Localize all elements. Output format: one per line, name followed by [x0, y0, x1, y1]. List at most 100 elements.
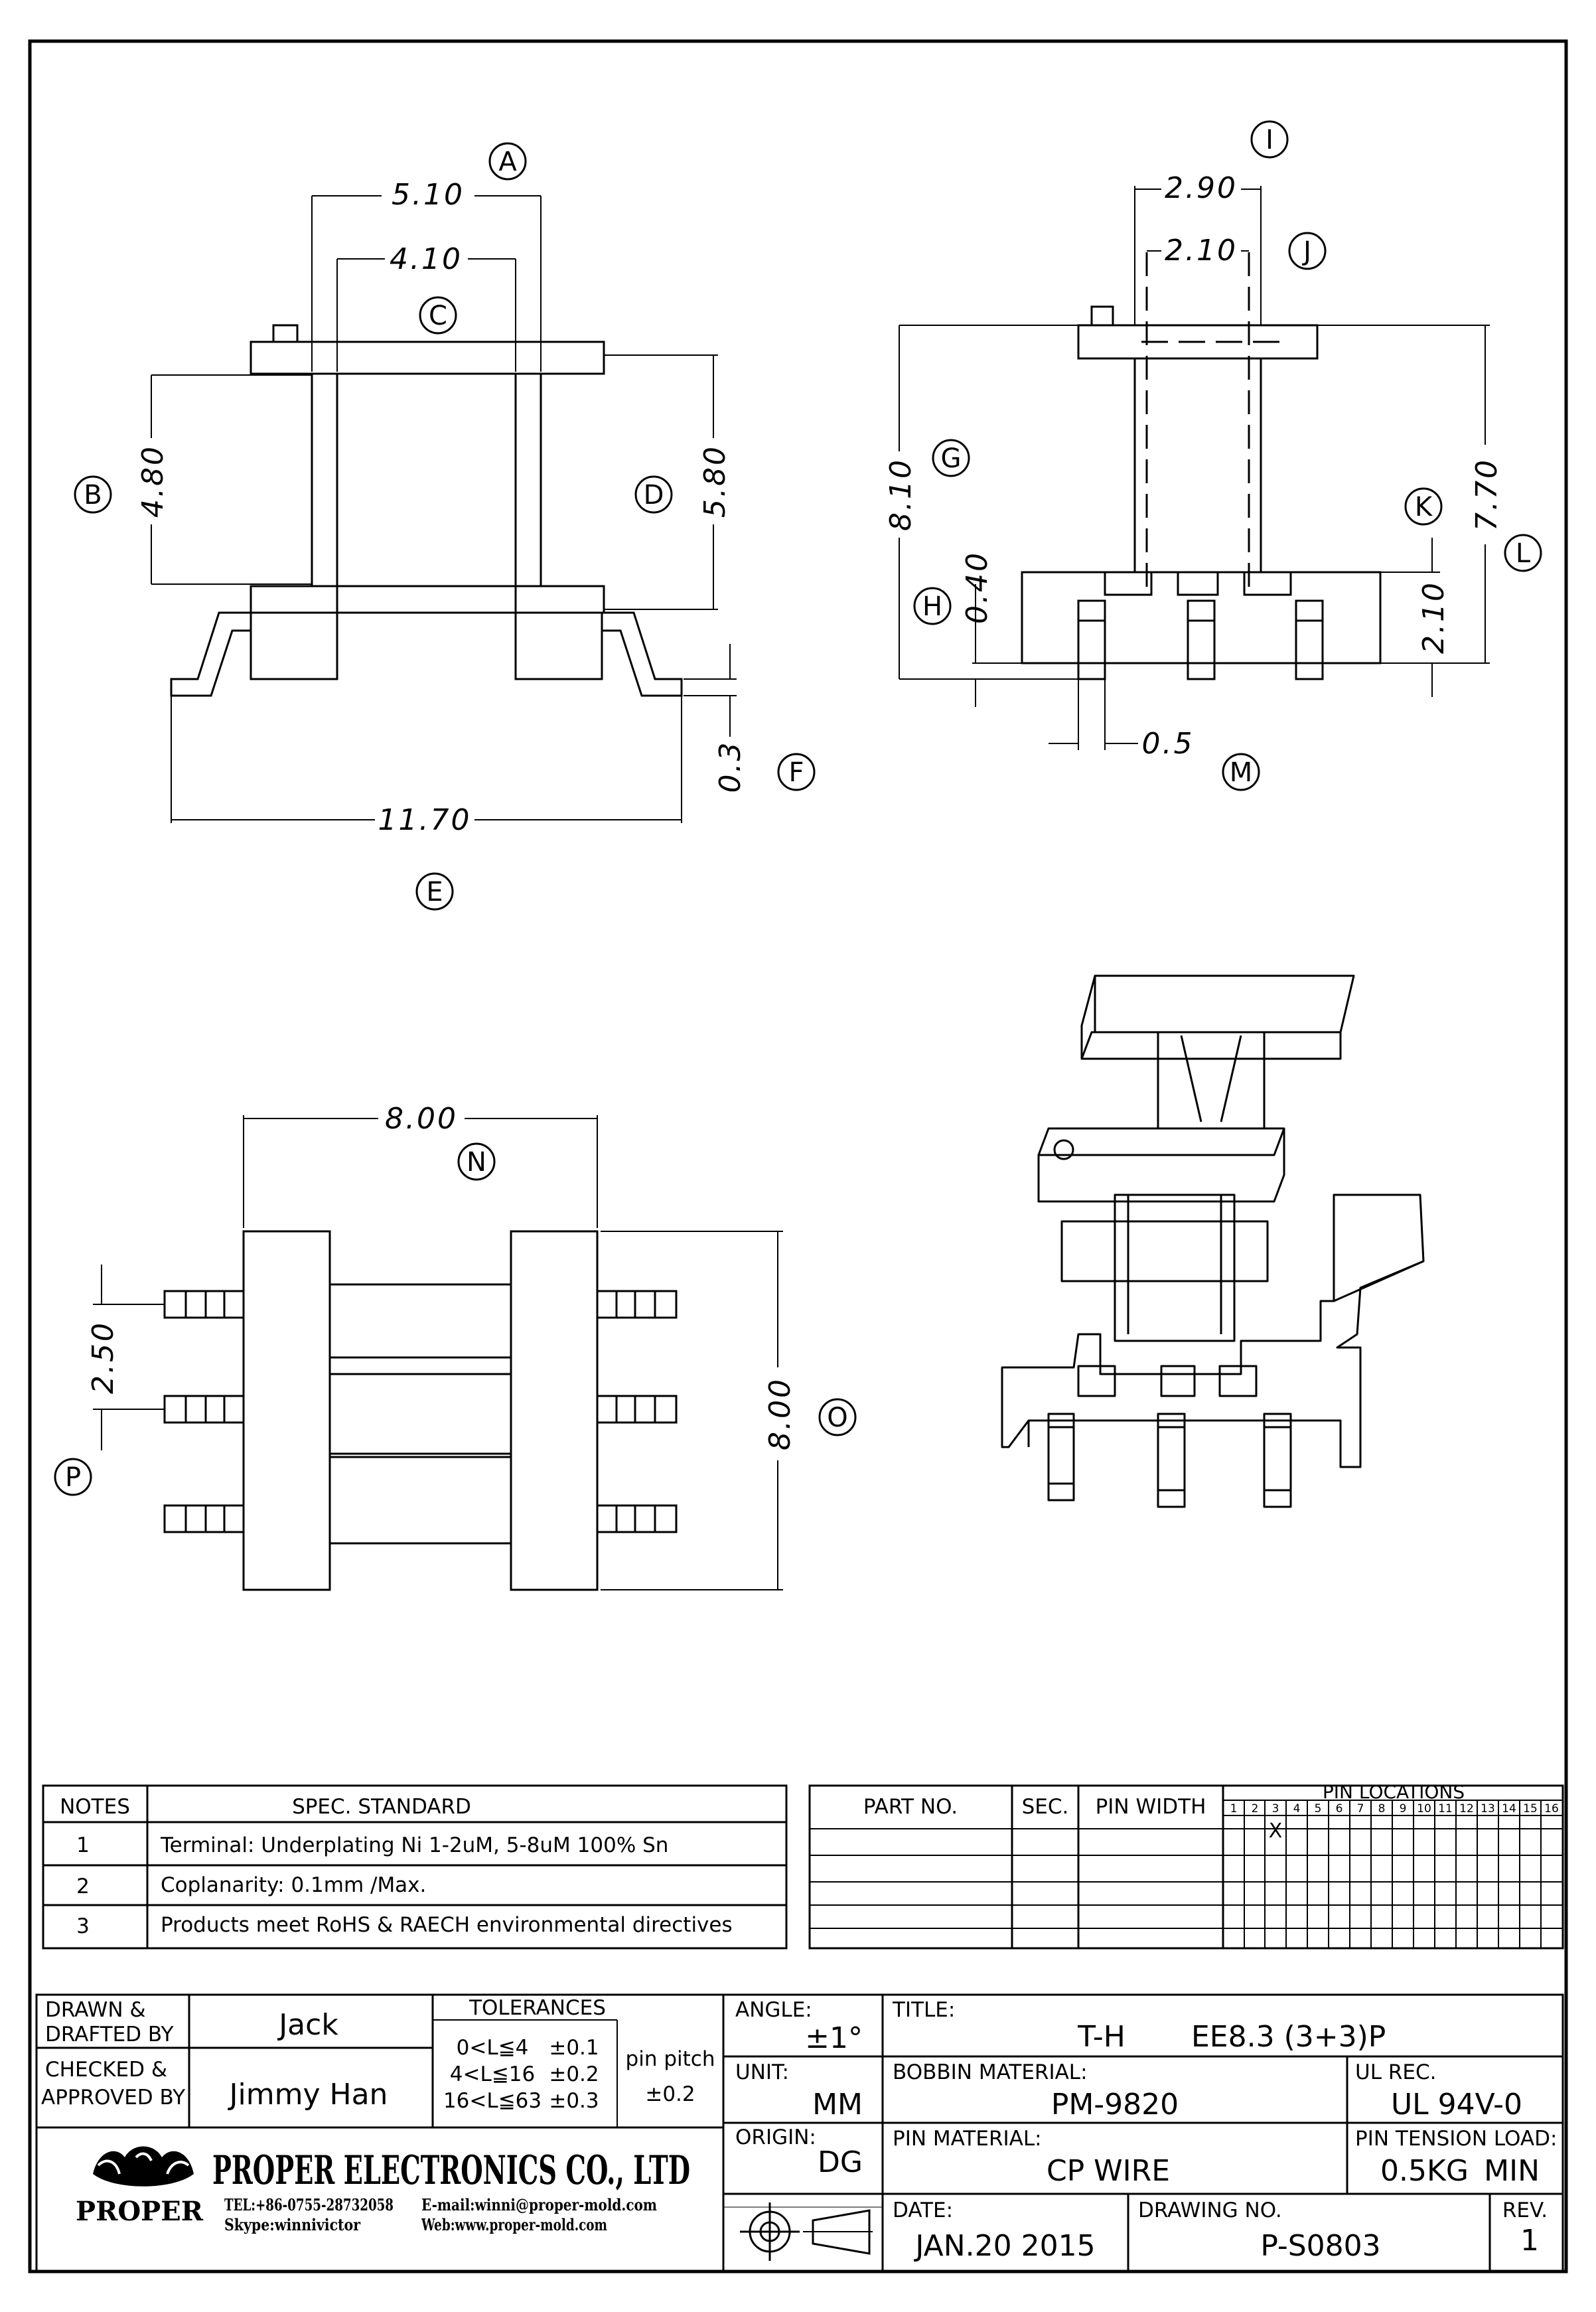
dim-K-value: 2.10 — [1417, 581, 1451, 654]
pin-tension-label: PIN TENSION LOAD: — [1355, 2127, 1557, 2151]
tol-range-3: 16<L≦63 — [443, 2089, 542, 2113]
proper-logo-icon — [93, 2146, 194, 2187]
unit-value: MM — [812, 2088, 863, 2121]
ul-rec-value: UL 94V-0 — [1391, 2088, 1522, 2121]
dim-G-value: 8.10 — [884, 458, 918, 531]
approved-by-value: Jimmy Han — [228, 2078, 388, 2112]
tolerances-label: TOLERANCES — [469, 1996, 606, 2020]
note-3-text: Products meet RoHS & RAECH environmental… — [161, 1913, 733, 1937]
ul-rec-label: UL REC. — [1355, 2060, 1436, 2084]
drawn-by-value: Jack — [277, 2008, 338, 2042]
tol-range-1: 0<L≦4 — [457, 2036, 529, 2060]
dim-O-value: 8.00 — [763, 1377, 797, 1450]
dim-A-value: 5.10 — [392, 178, 465, 212]
drawn-label-line1: DRAWN & — [45, 1998, 146, 2022]
callout-bubbles — [54, 120, 1542, 1496]
pin-number: 16 — [1544, 1802, 1559, 1815]
bubble-B: B — [84, 480, 102, 510]
pin-3-mark: X — [1269, 1819, 1283, 1843]
pin-number: 11 — [1438, 1802, 1453, 1815]
dim-P-value: 2.50 — [86, 1321, 120, 1394]
angle-value: ±1° — [805, 2021, 863, 2055]
origin-label: ORIGIN: — [735, 2125, 816, 2149]
drawing-no-value: P-S0803 — [1260, 2229, 1380, 2263]
isometric-view — [1001, 974, 1425, 1508]
company-web: Web:www.proper-mold.com — [421, 2215, 607, 2234]
pin-locations-header: PIN LOCATIONS — [1323, 1781, 1465, 1803]
dim-F-value: 0.3 — [713, 741, 747, 793]
bubble-A: A — [498, 147, 517, 177]
pin-number: 12 — [1459, 1802, 1474, 1815]
title-right-value: EE8.3 (3+3)P — [1191, 2020, 1386, 2054]
origin-value: DG — [818, 2145, 863, 2179]
pin-number: 6 — [1336, 1802, 1343, 1815]
notes-header: NOTES — [60, 1795, 130, 1819]
dim-I-value: 2.90 — [1165, 171, 1238, 205]
pin-material-value: CP WIRE — [1047, 2154, 1170, 2188]
pin-number: 7 — [1357, 1802, 1364, 1815]
company-skype: Skype:winnivictor — [224, 2215, 360, 2234]
title-label: TITLE: — [892, 1998, 955, 2022]
pin-number: 15 — [1523, 1802, 1538, 1815]
bubble-N: N — [467, 1147, 486, 1178]
title-left-value: T-H — [1077, 2020, 1125, 2054]
angle-label: ANGLE: — [735, 1998, 812, 2022]
tol-value-2: ±0.2 — [549, 2062, 599, 2086]
pin-width-header: PIN WIDTH — [1096, 1795, 1206, 1819]
dim-M-value: 0.5 — [1142, 727, 1195, 761]
bubble-F: F — [788, 757, 804, 788]
notes-table: NOTES SPEC. STANDARD 1 Terminal: Underpl… — [42, 1784, 788, 1950]
pin-tension-value: 0.5KG — [1380, 2154, 1469, 2188]
pin-material-label: PIN MATERIAL: — [893, 2127, 1042, 2151]
pin-number: 1 — [1230, 1802, 1238, 1815]
dim-B-value: 4.80 — [136, 445, 170, 518]
company-email: E-mail:winni@proper-mold.com — [421, 2195, 657, 2214]
side-view-dimensions — [899, 186, 1490, 750]
note-2-text: Coplanarity: 0.1mm /Max. — [161, 1873, 426, 1897]
bubble-G: G — [941, 443, 962, 474]
dim-D-value: 5.80 — [698, 445, 732, 518]
bubble-D: D — [644, 480, 664, 510]
bubble-P: P — [65, 1462, 81, 1493]
pin-pitch-value: ±0.2 — [645, 2082, 695, 2106]
part-no-header: PART NO. — [863, 1795, 958, 1819]
pin-number: 8 — [1378, 1802, 1386, 1815]
pin-number: 9 — [1400, 1802, 1407, 1815]
rev-label: REV. — [1502, 2198, 1548, 2222]
company-logo-text: PROPER — [76, 2196, 204, 2227]
dim-E-value: 11.70 — [378, 803, 472, 837]
bubble-I: I — [1266, 125, 1273, 155]
sec-header: SEC. — [1022, 1795, 1069, 1819]
pin-number: 13 — [1481, 1802, 1495, 1815]
parts-table: PART NO. SEC. PIN WIDTH PIN LOCATIONS 1 … — [808, 1781, 1564, 1950]
date-label: DATE: — [893, 2198, 953, 2222]
pin-number-labels: 1 2 3 4 5 6 7 8 9 10 11 12 13 14 15 16 — [1230, 1802, 1559, 1815]
bubble-E: E — [426, 877, 443, 907]
bobbin-material-value: PM-9820 — [1051, 2088, 1179, 2121]
top-view — [163, 1230, 678, 1591]
dim-L-value: 7.70 — [1470, 458, 1504, 531]
dim-H-value: 0.40 — [960, 551, 994, 624]
rev-value: 1 — [1520, 2224, 1539, 2258]
side-view — [1021, 252, 1382, 680]
note-1-number: 1 — [76, 1833, 90, 1857]
bubble-H: H — [922, 591, 942, 622]
drawing-no-label: DRAWING NO. — [1138, 2198, 1282, 2222]
pin-number: 10 — [1417, 1802, 1431, 1815]
unit-label: UNIT: — [735, 2060, 789, 2084]
pin-pitch-label: pin pitch — [626, 2047, 715, 2071]
note-1-text: Terminal: Underplating Ni 1-2uM, 5-8uM 1… — [160, 1833, 668, 1857]
callout-letters: A B C D E F G H I J K L M N O P — [65, 125, 1531, 1493]
tol-value-3: ±0.3 — [549, 2089, 599, 2113]
date-value: JAN.20 2015 — [913, 2229, 1095, 2263]
pin-tension-min: MIN — [1484, 2154, 1540, 2188]
company-name: PROPER ELECTRONICS CO., LTD — [212, 2147, 690, 2194]
front-view-dimensions — [151, 195, 737, 823]
bubble-L: L — [1516, 538, 1531, 569]
bubble-M: M — [1230, 757, 1253, 788]
spec-standard-header: SPEC. STANDARD — [292, 1795, 471, 1819]
tol-value-1: ±0.1 — [549, 2036, 599, 2060]
pin-number: 14 — [1502, 1802, 1516, 1815]
note-3-number: 3 — [76, 1914, 90, 1938]
